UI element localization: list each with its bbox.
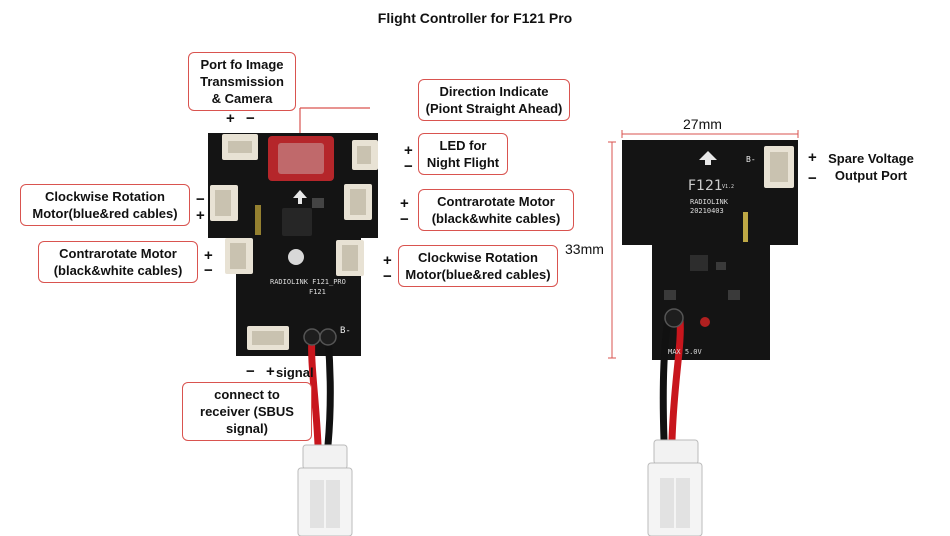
label-led: LED for Night Flight (418, 133, 508, 175)
label-direction-indicator: Direction Indicate (Piont Straight Ahead… (418, 79, 570, 121)
sign-ccwl-minus: − (204, 262, 213, 279)
sign-cwl-minus: − (196, 191, 205, 208)
label-receiver: connect to receiver (SBUS signal) (182, 382, 312, 441)
pcb-back-date: 20210403 (690, 207, 724, 215)
pcb-back-version: V1.2 (722, 184, 735, 190)
dimension-lines (608, 130, 799, 359)
pcb-back-b-minus: B- (746, 155, 756, 164)
pcb-back-max: MAX 5.0V (668, 348, 702, 356)
sign-spare-plus: + (808, 149, 817, 166)
label-cw-right: Clockwise Rotation Motor(blue&red cables… (398, 245, 558, 287)
height-dimension: 33mm (565, 241, 604, 257)
width-dimension: 27mm (683, 116, 722, 132)
sign-cwr-minus: − (383, 268, 392, 285)
sign-rx-minus: − (246, 363, 255, 380)
label-ccw-right: Contrarotate Motor (black&white cables) (418, 189, 574, 231)
pcb-back-model: F121 (688, 178, 723, 194)
logo-mark (288, 249, 304, 265)
pcb-front-model: F121 (309, 288, 326, 296)
sign-image-minus: − (246, 110, 255, 127)
label-spare-voltage: Spare Voltage Output Port (822, 147, 920, 187)
label-ccw-left: Contrarotate Motor (black&white cables) (38, 241, 198, 283)
label-image-port: Port fo Image Transmission & Camera (188, 52, 296, 111)
front-board (208, 133, 378, 536)
label-cw-left: Clockwise Rotation Motor(blue&red cables… (20, 184, 190, 226)
sign-rx-plus: + (266, 363, 275, 380)
sign-image-plus: + (226, 110, 235, 127)
sign-ccwr-plus: + (400, 195, 409, 212)
sign-led-plus: + (404, 142, 413, 159)
sign-cwl-plus: + (196, 207, 205, 224)
sign-ccwl-plus: + (204, 247, 213, 264)
sign-led-minus: − (404, 158, 413, 175)
page-title: Flight Controller for F121 Pro (377, 10, 573, 26)
sign-cwr-plus: + (383, 252, 392, 269)
back-board (622, 140, 798, 536)
sign-ccwr-minus: − (400, 211, 409, 228)
pcb-front-brand: RADIOLINK F121_PRO (270, 278, 346, 286)
pcb-back-brand: RADIOLINK (690, 198, 728, 206)
sign-spare-minus: − (808, 170, 817, 187)
sign-rx-signal: signal (276, 365, 314, 380)
pcb-front-b-minus: B- (340, 326, 351, 336)
